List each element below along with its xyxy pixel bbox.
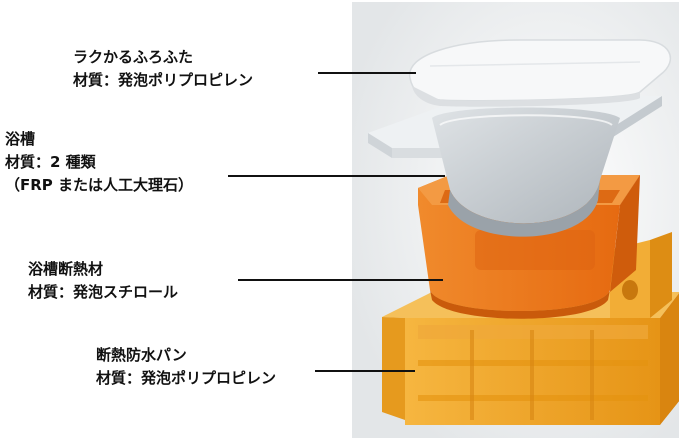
lid-label: ラクかるふろふた 材質：発泡ポリプロピレン — [73, 46, 253, 92]
pan-name: 断熱防水パン — [96, 346, 187, 364]
tub-label: 浴槽 材質：2 種類 （FRP または人工大理石） — [5, 128, 193, 197]
pan-leader-line — [315, 370, 415, 372]
bath-lid — [409, 39, 672, 107]
bathtub — [368, 96, 662, 237]
lid-leader-line — [318, 72, 416, 74]
insulation-name: 浴槽断熱材 — [28, 260, 104, 278]
lid-material: 材質：発泡ポリプロピレン — [73, 71, 254, 89]
pan-material: 材質：発泡ポリプロピレン — [96, 369, 277, 387]
pan-label: 断熱防水パン 材質：発泡ポリプロピレン — [96, 344, 276, 390]
insulation-leader-line — [238, 279, 443, 281]
tub-material: 材質：2 種類 — [5, 153, 96, 171]
tub-leader-line — [228, 175, 445, 177]
insulation-material: 材質：発泡スチロール — [28, 283, 179, 301]
lid-name: ラクかるふろふた — [73, 48, 194, 66]
tub-name: 浴槽 — [5, 130, 36, 148]
tub-note: （FRP または人工大理石） — [5, 176, 194, 194]
insulation-label: 浴槽断熱材 材質：発泡スチロール — [28, 258, 178, 304]
